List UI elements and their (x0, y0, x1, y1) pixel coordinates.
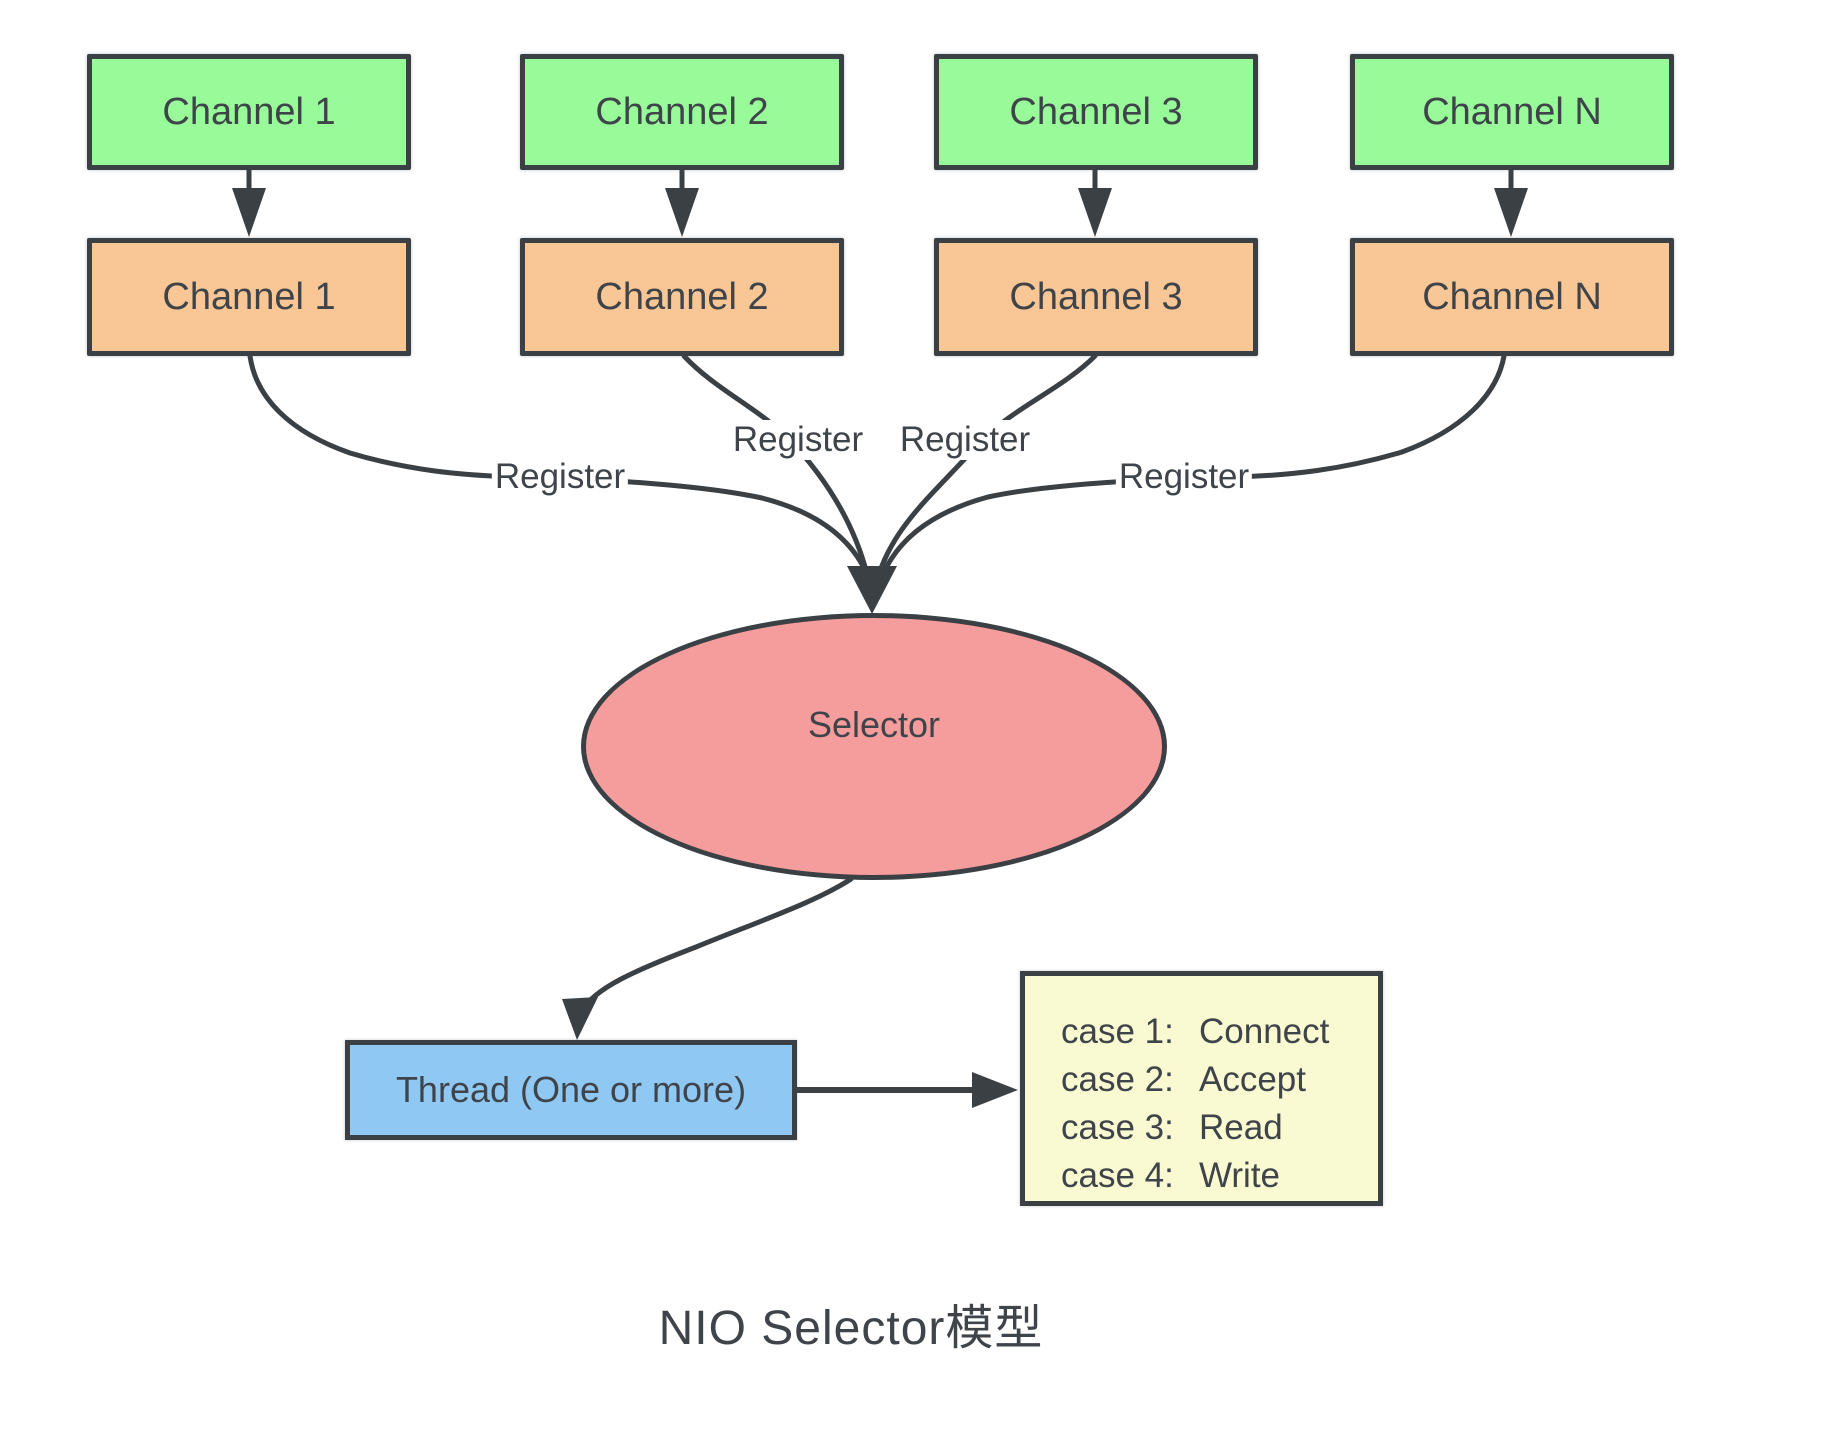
case-number: case 3: (1061, 1108, 1174, 1147)
selector-to-thread-curve (578, 876, 854, 1015)
channel-box-green-3: Channel 3 (934, 54, 1258, 170)
converge-arrowhead-icon (847, 566, 897, 614)
selector-label: Selector (807, 703, 941, 745)
channel-label: Channel 2 (595, 90, 769, 133)
register-label-3: Register (896, 420, 1034, 460)
channel-label: Channel 3 (1009, 90, 1183, 133)
register-label-1: Register (491, 457, 629, 497)
arrow-channel3-head-icon (1078, 188, 1112, 237)
channel-box-green-1: Channel 1 (87, 54, 411, 170)
channel-label: Channel 1 (162, 90, 336, 133)
case-action: Read (1199, 1108, 1283, 1147)
arrow-channel2-head-icon (665, 188, 699, 237)
channel-label: Channel 2 (595, 275, 769, 318)
case-action: Accept (1199, 1060, 1306, 1099)
case-row-1: case 1: Connect (1061, 1008, 1378, 1056)
channel-box-orange-n: Channel N (1350, 238, 1674, 356)
arrow-channeln-head-icon (1494, 188, 1528, 237)
arrow-channel2-down (665, 167, 699, 237)
channel-label: Channel N (1422, 275, 1602, 318)
thread-label: Thread (One or more) (395, 1069, 747, 1110)
channel-label: Channel N (1422, 90, 1602, 133)
register-curve-channel3 (876, 353, 1098, 577)
case-number: case 4: (1061, 1156, 1174, 1195)
case-row-4: case 4: Write (1061, 1152, 1378, 1200)
channel-box-orange-3: Channel 3 (934, 238, 1258, 356)
channel-box-orange-1: Channel 1 (87, 238, 411, 356)
arrow-channel1-down (232, 167, 266, 237)
selector-ellipse: Selector (581, 613, 1167, 880)
channel-box-green-2: Channel 2 (520, 54, 844, 170)
case-number: case 1: (1061, 1012, 1174, 1051)
register-label-4: Register (1115, 457, 1253, 497)
thread-arrowhead-icon (562, 997, 598, 1040)
arrow-channel3-down (1078, 167, 1112, 237)
thread-box: Thread (One or more) (345, 1040, 797, 1140)
channel-label: Channel 1 (162, 275, 336, 318)
channel-label: Channel 3 (1009, 275, 1183, 318)
arrow-channeln-down (1494, 167, 1528, 237)
arrow-channel1-head-icon (232, 188, 266, 237)
channel-box-orange-2: Channel 2 (520, 238, 844, 356)
case-row-2: case 2: Accept (1061, 1056, 1378, 1104)
case-box: case 1: Connect case 2: Accept case 3: R… (1020, 971, 1383, 1206)
register-curve-channel2 (681, 353, 870, 577)
case-action: Write (1199, 1156, 1281, 1195)
cases-arrowhead-icon (972, 1072, 1018, 1108)
case-action: Connect (1199, 1012, 1330, 1051)
diagram-caption: NIO Selector模型 (658, 1302, 1044, 1355)
case-row-3: case 3: Read (1061, 1104, 1378, 1152)
register-label-2: Register (729, 420, 867, 460)
channel-box-green-n: Channel N (1350, 54, 1674, 170)
case-number: case 2: (1061, 1060, 1174, 1099)
